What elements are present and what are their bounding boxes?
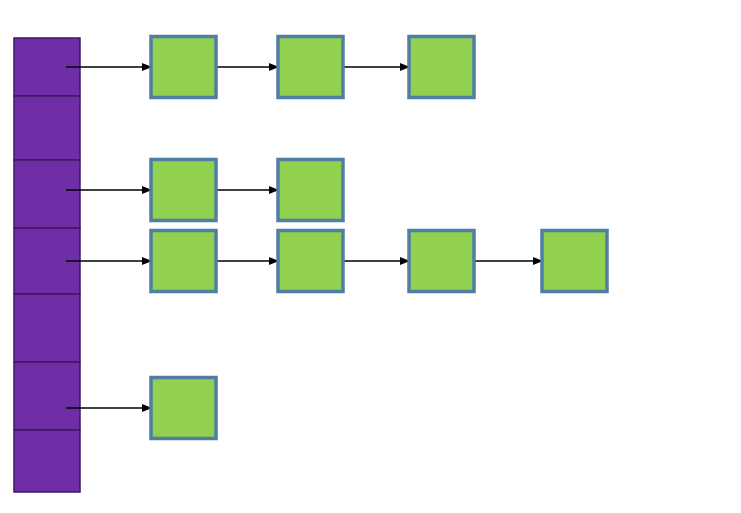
bucket-array	[13, 37, 81, 493]
chain-5-node-0	[149, 375, 218, 441]
chain-3-node-1	[276, 228, 345, 294]
array-slot-6	[13, 429, 81, 493]
chain-3-node-3	[540, 228, 609, 294]
chain-0-node-1	[276, 34, 345, 100]
chain-2-node-0	[149, 157, 218, 223]
chain-2-node-1	[276, 157, 345, 223]
chain-0-node-2	[407, 34, 476, 100]
chain-nodes	[149, 34, 609, 441]
chain-3-node-2	[407, 228, 476, 294]
chain-3-node-0	[149, 228, 218, 294]
chain-0-node-0	[149, 34, 218, 100]
array-slot-1	[13, 95, 81, 161]
array-slot-2	[13, 159, 81, 229]
array-slot-4	[13, 293, 81, 363]
array-slot-5	[13, 361, 81, 431]
